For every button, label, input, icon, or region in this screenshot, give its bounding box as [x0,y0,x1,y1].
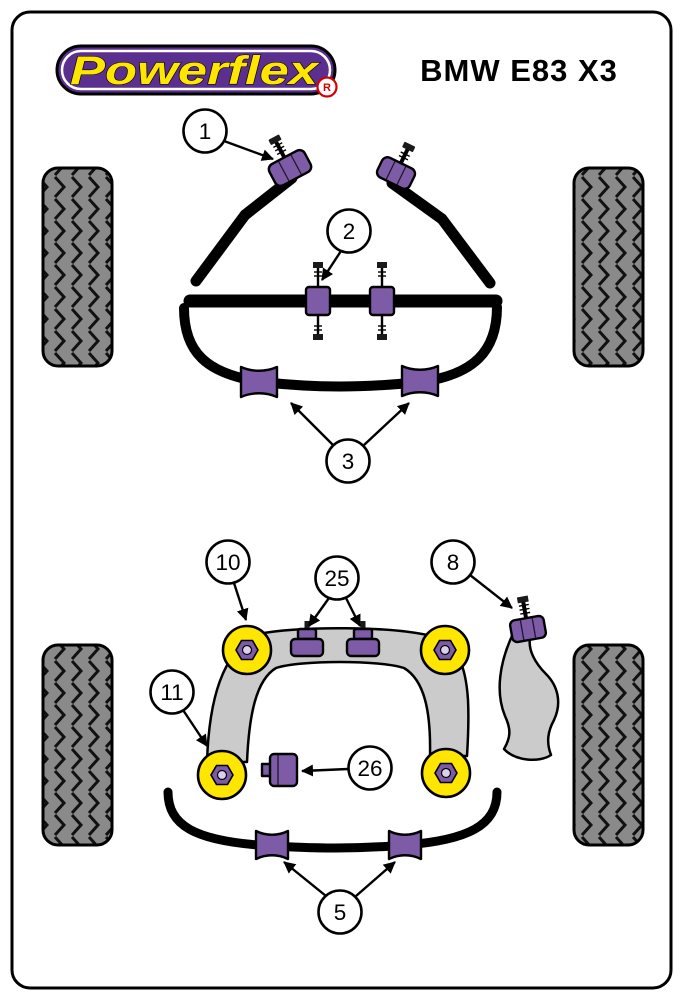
front-arb-bush-left [239,365,279,399]
rack-clamp-bush-right [368,262,396,340]
callout-number: 10 [215,550,240,575]
bracket-bush [508,595,548,644]
svg-text:R: R [323,82,331,94]
callout-number: 8 [447,550,460,575]
tire-rear-right [572,643,645,847]
rear-anti-roll-bar [163,787,502,853]
callout-arrow [223,139,274,161]
tire-front-right [572,166,645,368]
callout-number: 1 [199,119,212,144]
callout-arrow [290,402,334,446]
rear-suspension-diagram [163,595,560,861]
rear-bracket [498,634,560,762]
front-link-left [190,172,298,287]
registered-trademark-icon: R [316,76,338,98]
callout-number: 26 [357,756,382,781]
callout-11: 11 [149,669,208,747]
callout-arrow [344,597,362,627]
subframe-mount-front-left [221,624,273,676]
callout-number: 11 [160,680,183,705]
brand-text: Powerflex [70,49,320,93]
callout-3: 3 [290,402,410,484]
rear-arb-bush-left [254,829,290,861]
callout-arrow [283,861,327,897]
crossmember-bush-right [345,621,381,658]
subframe-insert-bush [260,752,299,788]
callout-25: 25 [308,555,362,627]
powerflex-logo: Powerflex R [55,44,338,98]
callout-arrow [182,709,208,747]
callout-5: 5 [283,861,396,935]
subframe-mount-front-right [419,624,471,676]
callout-number: 2 [343,219,356,244]
callout-10: 10 [205,539,251,621]
front-link-bush-right [375,141,417,190]
front-link-bush-left [267,134,313,188]
callout-arrow [355,861,396,897]
front-suspension-diagram [179,134,503,399]
callout-arrow [301,764,349,777]
callout-arrow [363,402,410,446]
rack-clamp-bush-left [304,262,332,340]
front-link-right [386,177,496,289]
callout-number: 5 [334,900,347,925]
callout-26: 26 [301,745,393,791]
tire-front-left [41,166,114,368]
callout-number: 25 [324,566,349,591]
callout-1: 1 [182,108,274,161]
callout-number: 3 [342,449,355,474]
front-arb-bush-right [400,364,440,398]
callout-arrow [469,574,513,609]
crossmember-bush-left [289,621,325,658]
page-border [10,10,673,990]
subframe-mount-rear-right [420,747,472,799]
callout-8: 8 [430,539,513,609]
callout-2: 2 [320,208,372,281]
rear-arb-bush-right [387,829,423,861]
front-anti-roll-bar [179,302,502,392]
callout-arrow [308,597,330,627]
tire-rear-left [41,643,114,847]
callout-arrow [232,582,249,621]
logo-background [55,44,337,96]
logo-inner-border [60,49,332,91]
subframe-mount-rear-left [196,749,248,801]
callout-arrow [320,250,343,281]
page-title: BMW E83 X3 [420,53,618,88]
